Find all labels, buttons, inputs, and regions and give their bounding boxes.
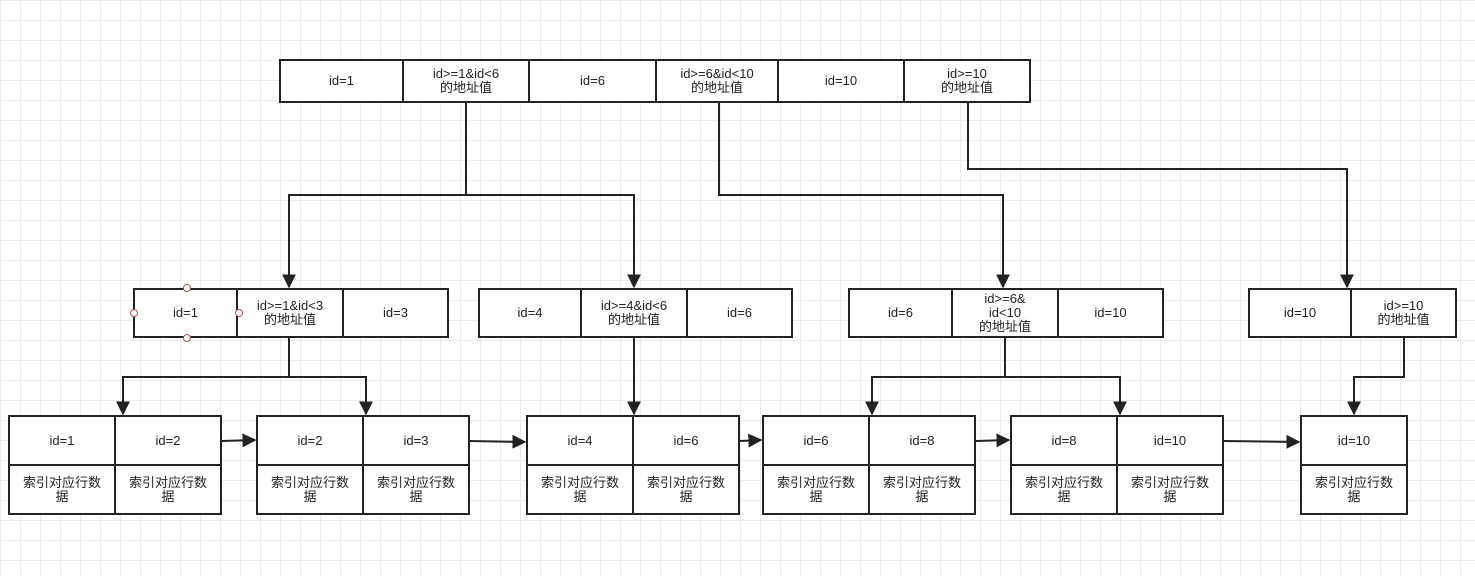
leaf-row-data-cell: 索引对应行数 据 <box>1130 474 1209 504</box>
selection-handle[interactable] <box>235 309 243 317</box>
leaf-key-cell: id=10 <box>1302 417 1406 466</box>
leaf-node-5[interactable]: id=8 索引对应行数 据 id=10 索引对应行数 据 <box>1010 415 1224 515</box>
branch-key-cell: id=4 <box>480 290 582 336</box>
edge-branch-4-to-leaf-6 <box>1347 338 1405 416</box>
root-pointer-cell: id>=6&id<10 的地址值 <box>657 61 779 101</box>
leaf-node-4[interactable]: id=6 索引对应行数 据 id=8 索引对应行数 据 <box>762 415 976 515</box>
root-key-cell: id=1 <box>281 61 404 101</box>
root-key-cell: id=10 <box>779 61 905 101</box>
selection-handle[interactable] <box>130 309 138 317</box>
root-pointer-cell: id>=10 的地址值 <box>940 66 993 95</box>
root-key-cell: id=6 <box>530 61 657 101</box>
branch-node-2[interactable]: id=4 id>=4&id<6 的地址值 id=6 <box>478 288 793 338</box>
leaf-row-data-cell: 索引对应行数 据 <box>270 474 349 504</box>
branch-key-cell: id=6 <box>727 305 752 320</box>
leaf-key-cell: id=10 <box>1118 417 1222 466</box>
edge-root-to-branch-3 <box>718 103 1010 289</box>
selection-handle[interactable] <box>183 334 191 342</box>
leaf-node-6[interactable]: id=10 索引对应行数 据 <box>1300 415 1408 515</box>
leaf-row-data-cell: 索引对应行数 据 <box>1314 474 1393 504</box>
branch-key-cell: id=10 <box>1094 305 1127 320</box>
edge-root-to-branch-1 <box>282 103 467 289</box>
edge-branch-1-to-leaf-1 <box>116 338 290 416</box>
branch-node-4[interactable]: id=10 id>=10 的地址值 <box>1248 288 1457 338</box>
root-node[interactable]: id=1 id>=1&id<6 的地址值 id=6 id>=6&id<10 的地… <box>279 59 1031 103</box>
edge-branch-1-to-leaf-2 <box>289 376 373 416</box>
leaf-row-data-cell: 索引对应行数 据 <box>776 474 855 504</box>
edge-branch-3-to-leaf-5 <box>1005 376 1127 416</box>
edge-branch-3-to-leaf-4 <box>865 338 1006 416</box>
branch-pointer-cell: id>=10 的地址值 <box>1377 298 1430 327</box>
branch-pointer-cell: id>=4&id<6 的地址值 <box>582 290 688 336</box>
branch-pointer-cell: id>=6& id<10 的地址值 <box>953 290 1059 336</box>
selection-handle[interactable] <box>183 284 191 292</box>
leaf-row-data-cell: 索引对应行数 据 <box>540 474 619 504</box>
leaf-node-2[interactable]: id=2 索引对应行数 据 id=3 索引对应行数 据 <box>256 415 470 515</box>
leaf-row-data-cell: 索引对应行数 据 <box>376 474 455 504</box>
edge-leaf-link-4-5 <box>975 433 1011 448</box>
branch-key-cell: id=3 <box>383 305 408 320</box>
leaf-key-cell: id=8 <box>870 417 974 466</box>
branch-key-cell: id=10 <box>1250 290 1352 336</box>
leaf-node-1[interactable]: id=1 索引对应行数 据 id=2 索引对应行数 据 <box>8 415 222 515</box>
edge-root-to-branch-4 <box>967 103 1354 289</box>
edge-leaf-link-1-2 <box>221 433 257 448</box>
leaf-node-3[interactable]: id=4 索引对应行数 据 id=6 索引对应行数 据 <box>526 415 740 515</box>
branch-node-1[interactable]: id=1 id>=1&id<3 的地址值 id=3 <box>133 288 449 338</box>
edge-leaf-link-3-4 <box>739 433 763 448</box>
leaf-row-data-cell: 索引对应行数 据 <box>128 474 207 504</box>
leaf-row-data-cell: 索引对应行数 据 <box>882 474 961 504</box>
edge-root-to-branch-2 <box>466 194 641 289</box>
leaf-key-cell: id=3 <box>364 417 468 466</box>
branch-pointer-cell: id>=1&id<3 的地址值 <box>238 290 344 336</box>
leaf-key-cell: id=8 <box>1012 417 1116 466</box>
leaf-key-cell: id=2 <box>258 417 362 466</box>
leaf-row-data-cell: 索引对应行数 据 <box>1024 474 1103 504</box>
root-pointer-cell: id>=1&id<6 的地址值 <box>404 61 530 101</box>
branch-key-cell: id=1 <box>135 290 238 336</box>
leaf-row-data-cell: 索引对应行数 据 <box>22 474 101 504</box>
leaf-key-cell: id=4 <box>528 417 632 466</box>
edge-leaf-link-5-6 <box>1223 434 1301 449</box>
leaf-key-cell: id=1 <box>10 417 114 466</box>
edge-leaf-link-2-3 <box>469 434 527 449</box>
branch-node-3[interactable]: id=6 id>=6& id<10 的地址值 id=10 <box>848 288 1164 338</box>
leaf-key-cell: id=6 <box>764 417 868 466</box>
leaf-key-cell: id=2 <box>116 417 220 466</box>
branch-key-cell: id=6 <box>850 290 953 336</box>
leaf-row-data-cell: 索引对应行数 据 <box>646 474 725 504</box>
leaf-key-cell: id=6 <box>634 417 738 466</box>
